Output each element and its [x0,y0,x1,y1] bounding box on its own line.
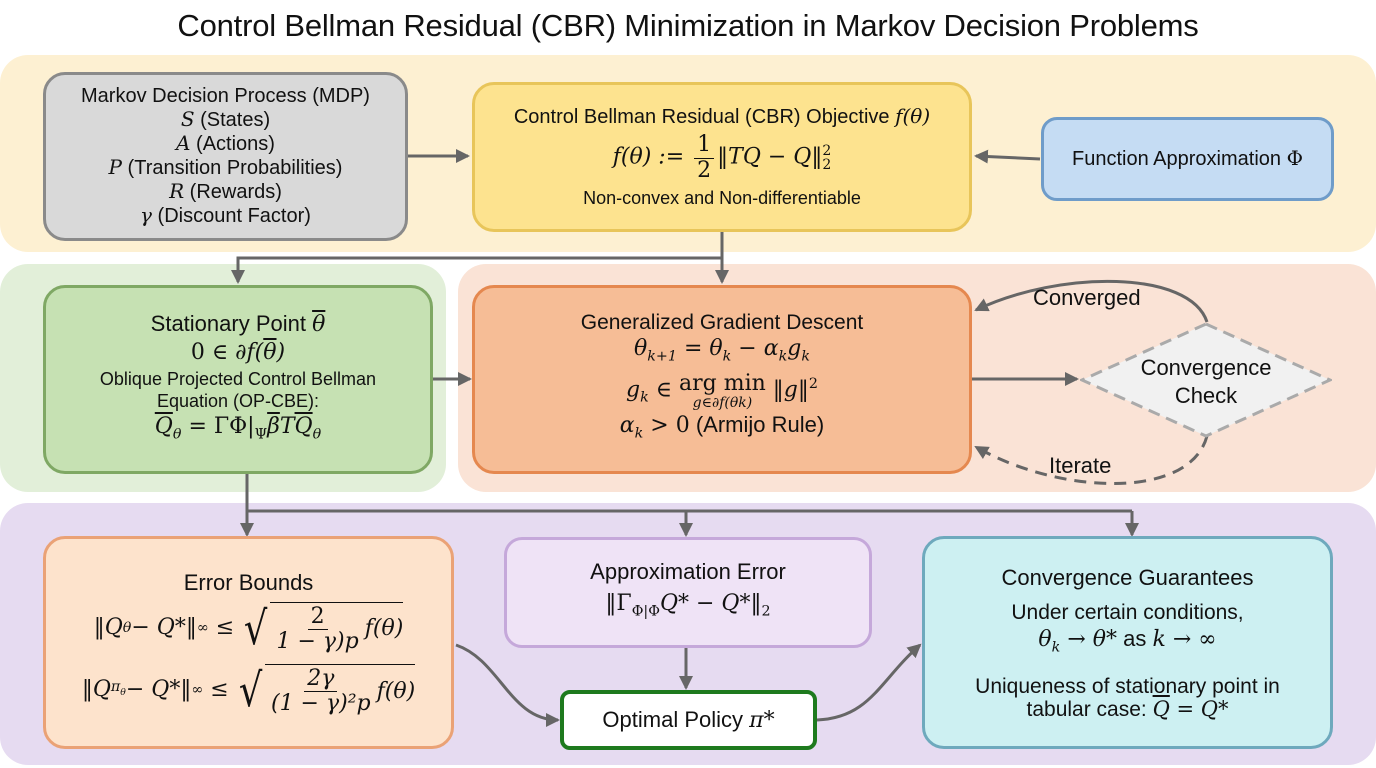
mdp-box: Markov Decision Process (MDP) S (States)… [43,72,408,241]
cbr-note: Non-convex and Non-differentiable [583,187,861,208]
stationary-point-box: Stationary Point θ 0 ∈ ∂f(θ) Oblique Pro… [43,285,433,474]
cbr-objective-box: Control Bellman Residual (CBR) Objective… [472,82,972,232]
mdp-item-transitions: P (Transition Probabilities) [108,155,343,180]
approximation-error-title: Approximation Error [590,559,786,585]
convergence-check-diamond [1080,322,1332,438]
guarantees-title: Convergence Guarantees [1001,565,1254,591]
optimal-policy-box: Optimal Policy π* [560,690,817,750]
update-rule: θk+1 = θk − αkgk [633,336,811,365]
stationary-condition: 0 ∈ ∂f(θ) [190,339,286,365]
convergence-check-label: Convergence Check [1140,355,1272,408]
function-approximation-label: Function Approximation Φ [1072,146,1303,171]
guarantees-tabular: tabular case: Q = Q* [1026,696,1229,721]
mdp-item-discount: γ (Discount Factor) [140,203,311,228]
mdp-item-actions: A (Actions) [176,131,275,156]
op-cbe-equation: Qθ = ΓΦ|ΨβTQθ [154,413,322,443]
mdp-title: Markov Decision Process (MDP) [81,85,370,107]
approximation-error-eq: ‖ΓΦ|ΦQ* − Q*‖2 [605,591,771,620]
guarantees-conditions: Under certain conditions, [1011,601,1244,625]
op-cbe-line2: Equation (OP-CBE): [156,390,320,411]
error-bounds-title: Error Bounds [183,569,314,595]
guarantees-uniqueness: Uniqueness of stationary point in [975,674,1280,698]
gradient-descent-box: Generalized Gradient Descent θk+1 = θk −… [472,285,972,474]
op-cbe-line1: Oblique Projected Control Bellman [99,368,377,389]
optimal-policy-label: Optimal Policy π* [602,707,775,733]
mdp-item-rewards: R (Rewards) [169,179,282,204]
guarantees-limit: θk → θ* as k → ∞ [1038,626,1217,656]
approximation-error-box: Approximation Error ‖ΓΦ|ΦQ* − Q*‖2 [504,537,872,648]
converged-label: Converged [1033,285,1141,310]
cbr-title: Control Bellman Residual (CBR) Objective… [513,104,931,129]
diagram-title: Control Bellman Residual (CBR) Minimizat… [177,8,1199,43]
gradient-descent-title: Generalized Gradient Descent [580,311,864,335]
mdp-item-states: S (States) [180,107,271,132]
function-approximation-box: Function Approximation Φ [1041,117,1334,201]
convergence-guarantees-box: Convergence Guarantees Under certain con… [922,536,1333,749]
stationary-title: Stationary Point θ [150,310,326,337]
armijo-rule: αk > 0 (Armijo Rule) [619,411,825,441]
iterate-label: Iterate [1049,453,1112,478]
